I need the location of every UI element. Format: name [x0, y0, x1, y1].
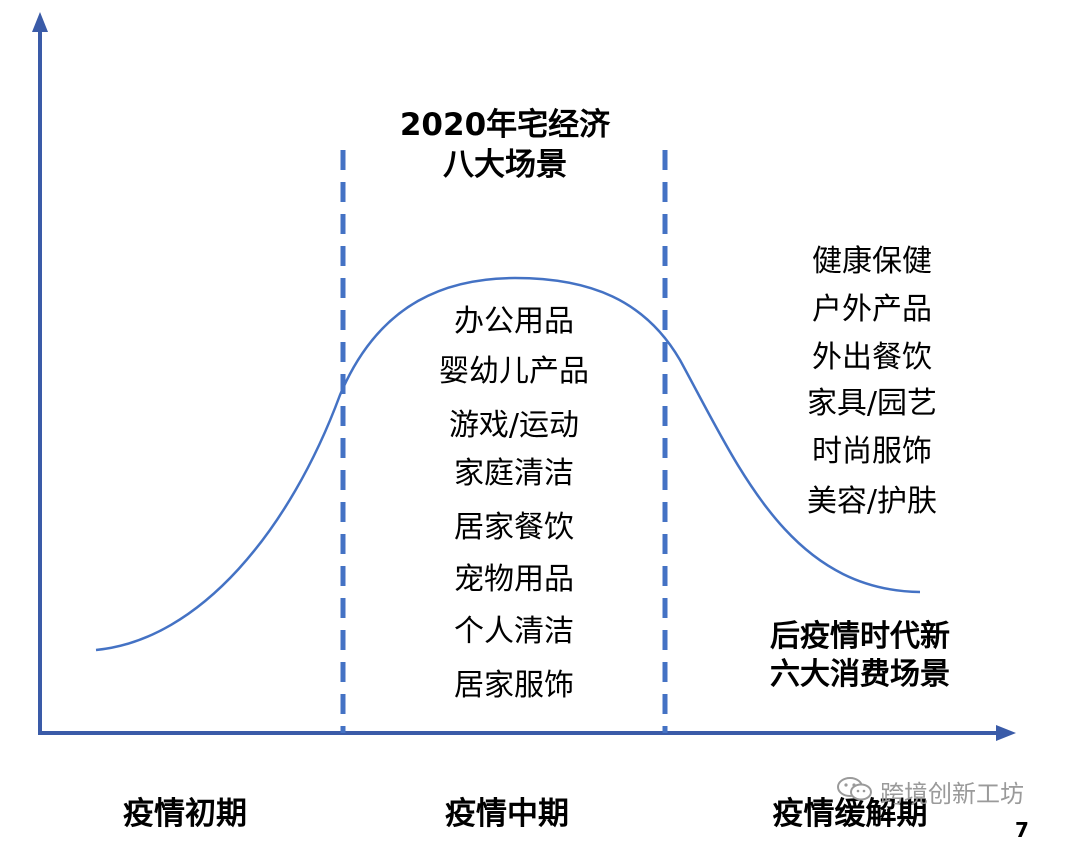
post-title-line1: 后疫情时代新 — [770, 619, 950, 654]
mid-scene-item: 办公用品 — [454, 304, 574, 339]
mid-scene-item: 宠物用品 — [454, 562, 574, 597]
mid-scene-item: 婴幼儿产品 — [439, 354, 589, 389]
mid-scene-item: 游戏/运动 — [448, 408, 580, 443]
y-axis-arrow — [32, 12, 48, 32]
mid-scene-item: 个人清洁 — [454, 614, 574, 649]
wechat-icon — [837, 777, 872, 801]
mid-scene-item: 家庭清洁 — [454, 456, 574, 491]
phase-label-early: 疫情初期 — [123, 796, 247, 832]
post-title: 后疫情时代新 六大消费场景 — [735, 618, 985, 694]
post-title-line2: 六大消费场景 — [770, 657, 950, 692]
x-axis-arrow — [996, 725, 1016, 741]
mid-scene-item: 居家服饰 — [454, 668, 574, 703]
post-scene-item: 家具/园艺 — [806, 386, 938, 421]
post-scene-item: 外出餐饮 — [812, 340, 932, 375]
phase-label-middle: 疫情中期 — [445, 796, 569, 832]
page-number: 7 — [1015, 818, 1029, 842]
center-title: 2020年宅经济 八大场景 — [365, 105, 645, 185]
mid-scene-item: 居家餐饮 — [454, 510, 574, 545]
post-scene-item: 美容/护肤 — [806, 484, 938, 519]
watermark-text: 跨境创新工坊 — [880, 780, 1024, 808]
center-title-line1: 2020年宅经济 — [399, 107, 611, 143]
center-title-line2: 八大场景 — [443, 147, 567, 183]
post-scene-item: 户外产品 — [812, 292, 932, 327]
post-scene-item: 时尚服饰 — [812, 434, 932, 469]
bell-curve — [95, 276, 921, 652]
phase-label-easing: 疫情缓解期 — [772, 796, 928, 832]
post-scene-item: 健康保健 — [812, 244, 932, 279]
